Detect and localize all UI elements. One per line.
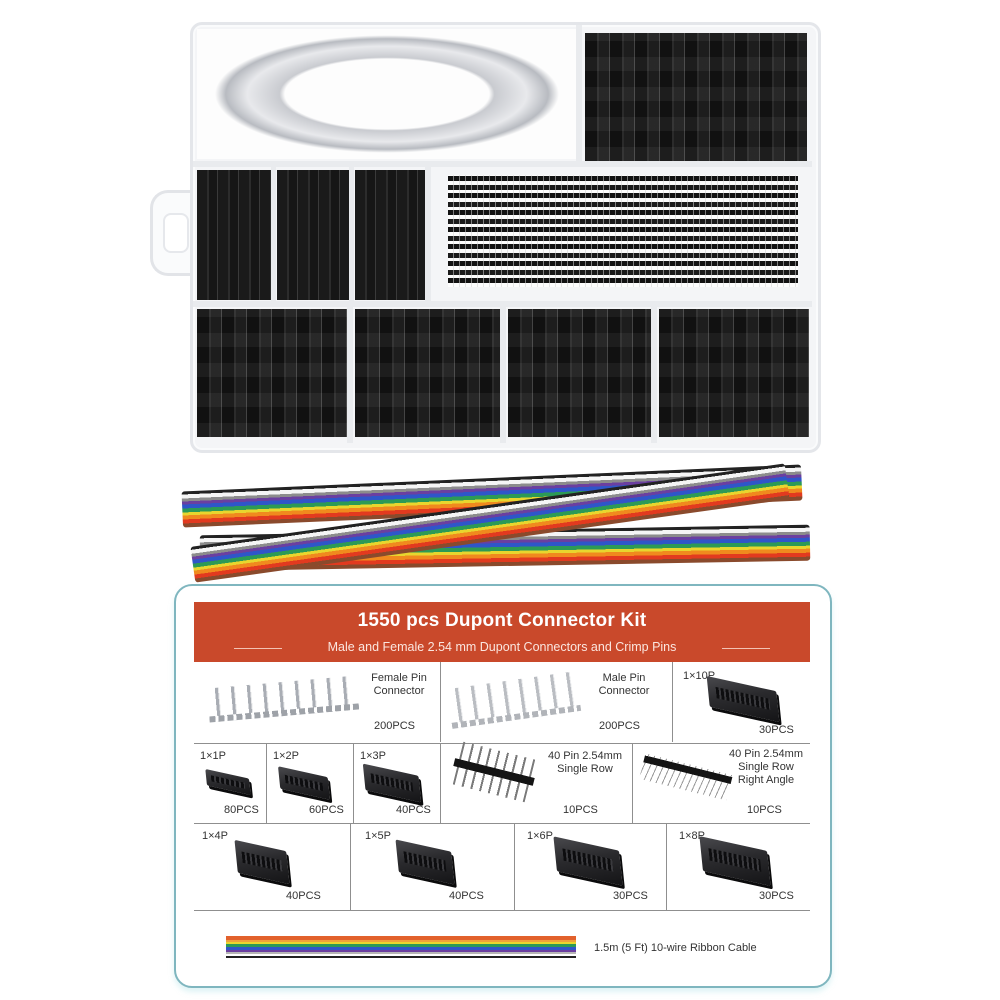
item-quantity: 80PCS: [224, 804, 259, 816]
item-name: 40 Pin 2.54mm Single Row Right Angle: [729, 748, 803, 786]
organizer-box-photo: [190, 22, 821, 453]
grid-divider: [514, 823, 515, 910]
divider: [271, 167, 276, 303]
item-quantity: 40PCS: [396, 804, 431, 816]
1x8p-housing-image: [699, 836, 771, 886]
item-size-label: 1×3P: [360, 750, 386, 762]
ribbon-cable-image: [226, 936, 576, 958]
compartment-crimp-pins: [197, 29, 577, 159]
divider: [500, 307, 506, 443]
item-female-pin-connector: Female Pin Connector 200PCS: [194, 662, 440, 742]
grid-divider: [440, 662, 441, 742]
divider: [576, 25, 582, 163]
1x4p-housing-image: [234, 839, 290, 885]
divider: [651, 307, 657, 443]
item-quantity: 200PCS: [374, 720, 415, 732]
grid-divider: [350, 823, 351, 910]
1x10p-housing-image: [706, 675, 780, 723]
divider: [349, 167, 354, 303]
1x5p-housing-image: [395, 839, 455, 885]
item-size-label: 1×6P: [527, 830, 553, 842]
item-quantity: 30PCS: [613, 890, 648, 902]
item-40pin-right-angle-header: 40 Pin 2.54mm Single Row Right Angle 10P…: [633, 744, 810, 823]
divider: [193, 301, 812, 307]
1x1p-housing-image: [205, 768, 251, 796]
compartment-pin-headers: [448, 175, 798, 287]
kit-title: 1550 pcs Dupont Connector Kit: [357, 610, 647, 631]
box-handle: [150, 190, 195, 276]
grid-divider: [266, 743, 267, 823]
kit-subtitle: Male and Female 2.54 mm Dupont Connector…: [327, 640, 677, 654]
ribbon-cable-label: 1.5m (5 Ft) 10-wire Ribbon Cable: [594, 942, 757, 954]
compartment-6p-housings: [508, 309, 651, 437]
grid-divider: [194, 823, 810, 824]
item-40pin-single-row-header: 40 Pin 2.54mm Single Row 10PCS: [441, 740, 632, 823]
grid-divider: [440, 743, 441, 823]
item-size-label: 1×4P: [202, 830, 228, 842]
item-1x4p-housing: 1×4P 40PCS: [194, 824, 350, 910]
male-crimp-pin-image: [446, 671, 582, 729]
item-quantity: 30PCS: [759, 890, 794, 902]
compartment-5p-housings: [355, 309, 500, 437]
grid-divider: [353, 743, 354, 823]
item-1x6p-housing: 1×6P 30PCS: [515, 824, 666, 910]
item-quantity: 40PCS: [286, 890, 321, 902]
item-quantity: 10PCS: [563, 804, 598, 816]
grid-divider: [672, 662, 673, 742]
item-1x3p-housing: 1×3P 40PCS: [354, 744, 440, 823]
item-name: 40 Pin 2.54mm Single Row: [548, 750, 622, 775]
item-quantity: 60PCS: [309, 804, 344, 816]
item-male-pin-connector: Male Pin Connector 200PCS: [441, 662, 672, 742]
item-1x10p-housing: 1×10P 30PCS: [673, 662, 810, 742]
item-quantity: 40PCS: [449, 890, 484, 902]
divider: [425, 167, 431, 303]
compartment-3p-housings: [355, 170, 425, 300]
compartment-2p-housings: [277, 170, 349, 300]
decorative-line-right: [722, 648, 770, 649]
item-size-label: 1×5P: [365, 830, 391, 842]
item-size-label: 1×1P: [200, 750, 226, 762]
grid-divider: [194, 910, 810, 911]
straight-pin-header-image: [448, 740, 540, 804]
item-quantity: 200PCS: [599, 720, 640, 732]
item-1x8p-housing: 1×8P 30PCS: [667, 824, 810, 910]
1x3p-housing-image: [362, 763, 422, 803]
item-quantity: 10PCS: [747, 804, 782, 816]
right-angle-pin-header-image: [639, 753, 733, 801]
kit-title-banner: 1550 pcs Dupont Connector Kit Male and F…: [194, 602, 810, 662]
item-1x5p-housing: 1×5P 40PCS: [351, 824, 514, 910]
item-1x2p-housing: 1×2P 60PCS: [267, 744, 353, 823]
grid-divider: [632, 743, 633, 823]
item-size-label: 1×2P: [273, 750, 299, 762]
compartment-large-housings: [585, 33, 807, 161]
item-name: Male Pin Connector: [598, 672, 650, 697]
divider: [347, 307, 353, 443]
grid-divider: [194, 743, 810, 744]
decorative-line-left: [234, 648, 282, 649]
kit-contents-card: 1550 pcs Dupont Connector Kit Male and F…: [174, 584, 832, 988]
grid-divider: [666, 823, 667, 910]
item-size-label: 1×8P: [679, 830, 705, 842]
item-1x1p-housing: 1×1P 80PCS: [194, 744, 266, 823]
divider: [193, 161, 812, 167]
1x6p-housing-image: [553, 836, 623, 886]
female-crimp-pin-image: [206, 675, 360, 723]
compartment-8p-housings: [659, 309, 809, 437]
compartment-4p-housings: [197, 309, 347, 437]
1x2p-housing-image: [277, 766, 331, 800]
item-name: Female Pin Connector: [371, 672, 427, 697]
compartment-1p-housings: [197, 170, 271, 300]
item-quantity: 30PCS: [759, 724, 794, 736]
